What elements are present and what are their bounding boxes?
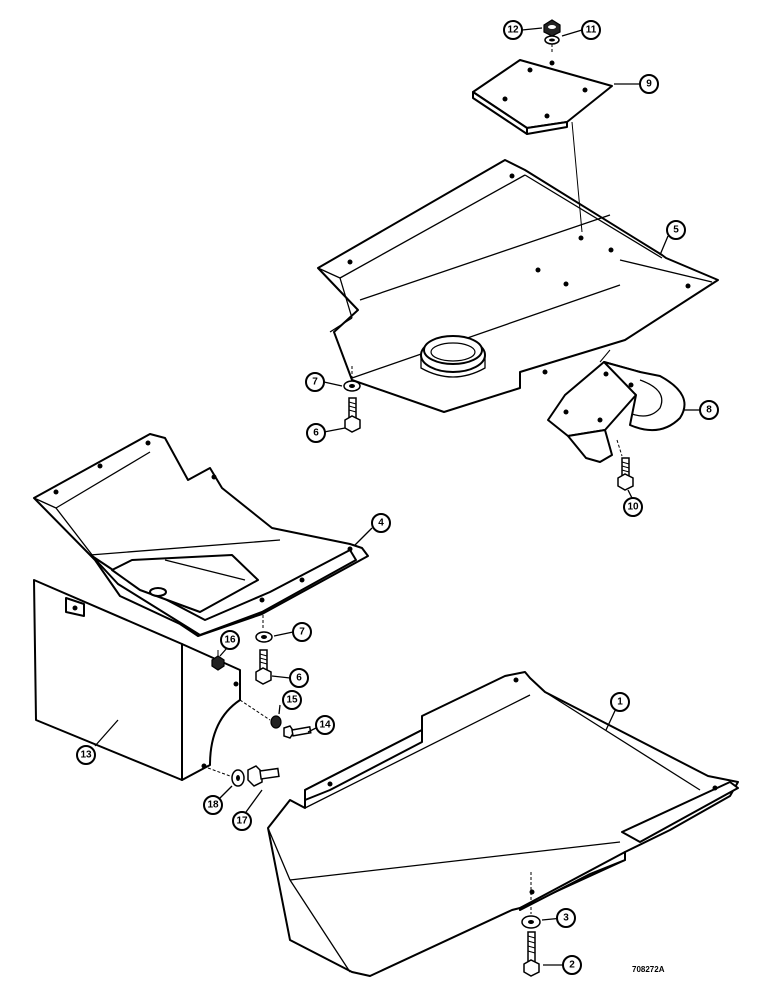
callout-6-upper: 6: [306, 423, 326, 443]
callout-6-upper-label: 6: [313, 428, 319, 439]
callout-17-label: 17: [236, 816, 248, 827]
part-5-upper-pan: [317, 159, 719, 413]
callout-6-lower-label: 6: [296, 673, 302, 684]
part-6-bolt-lower: [255, 649, 272, 685]
callout-8: 8: [699, 400, 719, 420]
callout-9-label: 9: [646, 79, 652, 90]
part-14-bolt: [283, 725, 312, 739]
part-7-washer-lower: [255, 631, 273, 643]
callout-2-label: 2: [569, 960, 575, 971]
callout-4: 4: [371, 513, 391, 533]
callout-5-label: 5: [673, 225, 679, 236]
drawing-number: 708272A: [632, 965, 665, 974]
part-7-washer-upper: [343, 380, 361, 392]
callout-2: 2: [562, 955, 582, 975]
callout-12-label: 12: [507, 25, 519, 36]
part-18-washer: [231, 769, 245, 787]
callout-18: 18: [203, 795, 223, 815]
callout-9: 9: [639, 74, 659, 94]
part-6-bolt-upper: [344, 397, 361, 433]
callout-3-label: 3: [563, 913, 569, 924]
part-4-middle-pan: [33, 433, 369, 637]
part-12-nut: [543, 19, 561, 37]
part-2-bolt: [523, 931, 540, 977]
callout-13: 13: [76, 745, 96, 765]
callout-14-label: 14: [319, 720, 331, 731]
callout-11-label: 11: [586, 25, 597, 36]
part-11-washer: [544, 35, 560, 45]
callout-7-lower: 7: [292, 622, 312, 642]
callout-7-upper-label: 7: [312, 377, 318, 388]
callout-7-upper: 7: [305, 372, 325, 392]
callout-8-label: 8: [706, 405, 712, 416]
callout-5: 5: [666, 220, 686, 240]
part-9-plate: [472, 59, 613, 135]
callout-3: 3: [556, 908, 576, 928]
callout-1-label: 1: [617, 697, 623, 708]
callout-4-label: 4: [378, 518, 384, 529]
part-15-washer: [270, 715, 282, 729]
callout-11: 11: [581, 20, 601, 40]
part-16-nut: [211, 655, 225, 671]
callout-16: 16: [220, 630, 240, 650]
callout-14: 14: [315, 715, 335, 735]
callout-15-label: 15: [286, 695, 298, 706]
callout-16-label: 16: [224, 635, 236, 646]
callout-10: 10: [623, 497, 643, 517]
part-3-washer: [521, 915, 541, 929]
callout-15: 15: [282, 690, 302, 710]
callout-1: 1: [610, 692, 630, 712]
callout-6-lower: 6: [289, 668, 309, 688]
part-10-bolt: [617, 457, 634, 491]
callout-18-label: 18: [207, 800, 219, 811]
leader-lines: [94, 27, 700, 966]
callout-10-label: 10: [627, 502, 639, 513]
part-8-bracket: [547, 361, 686, 463]
part-1-lower-pan: [267, 671, 739, 977]
part-13-side-shield: [33, 579, 241, 781]
callout-12: 12: [503, 20, 523, 40]
part-17-bolt: [247, 765, 280, 787]
callout-13-label: 13: [80, 750, 92, 761]
callout-7-lower-label: 7: [299, 627, 305, 638]
callout-17: 17: [232, 811, 252, 831]
